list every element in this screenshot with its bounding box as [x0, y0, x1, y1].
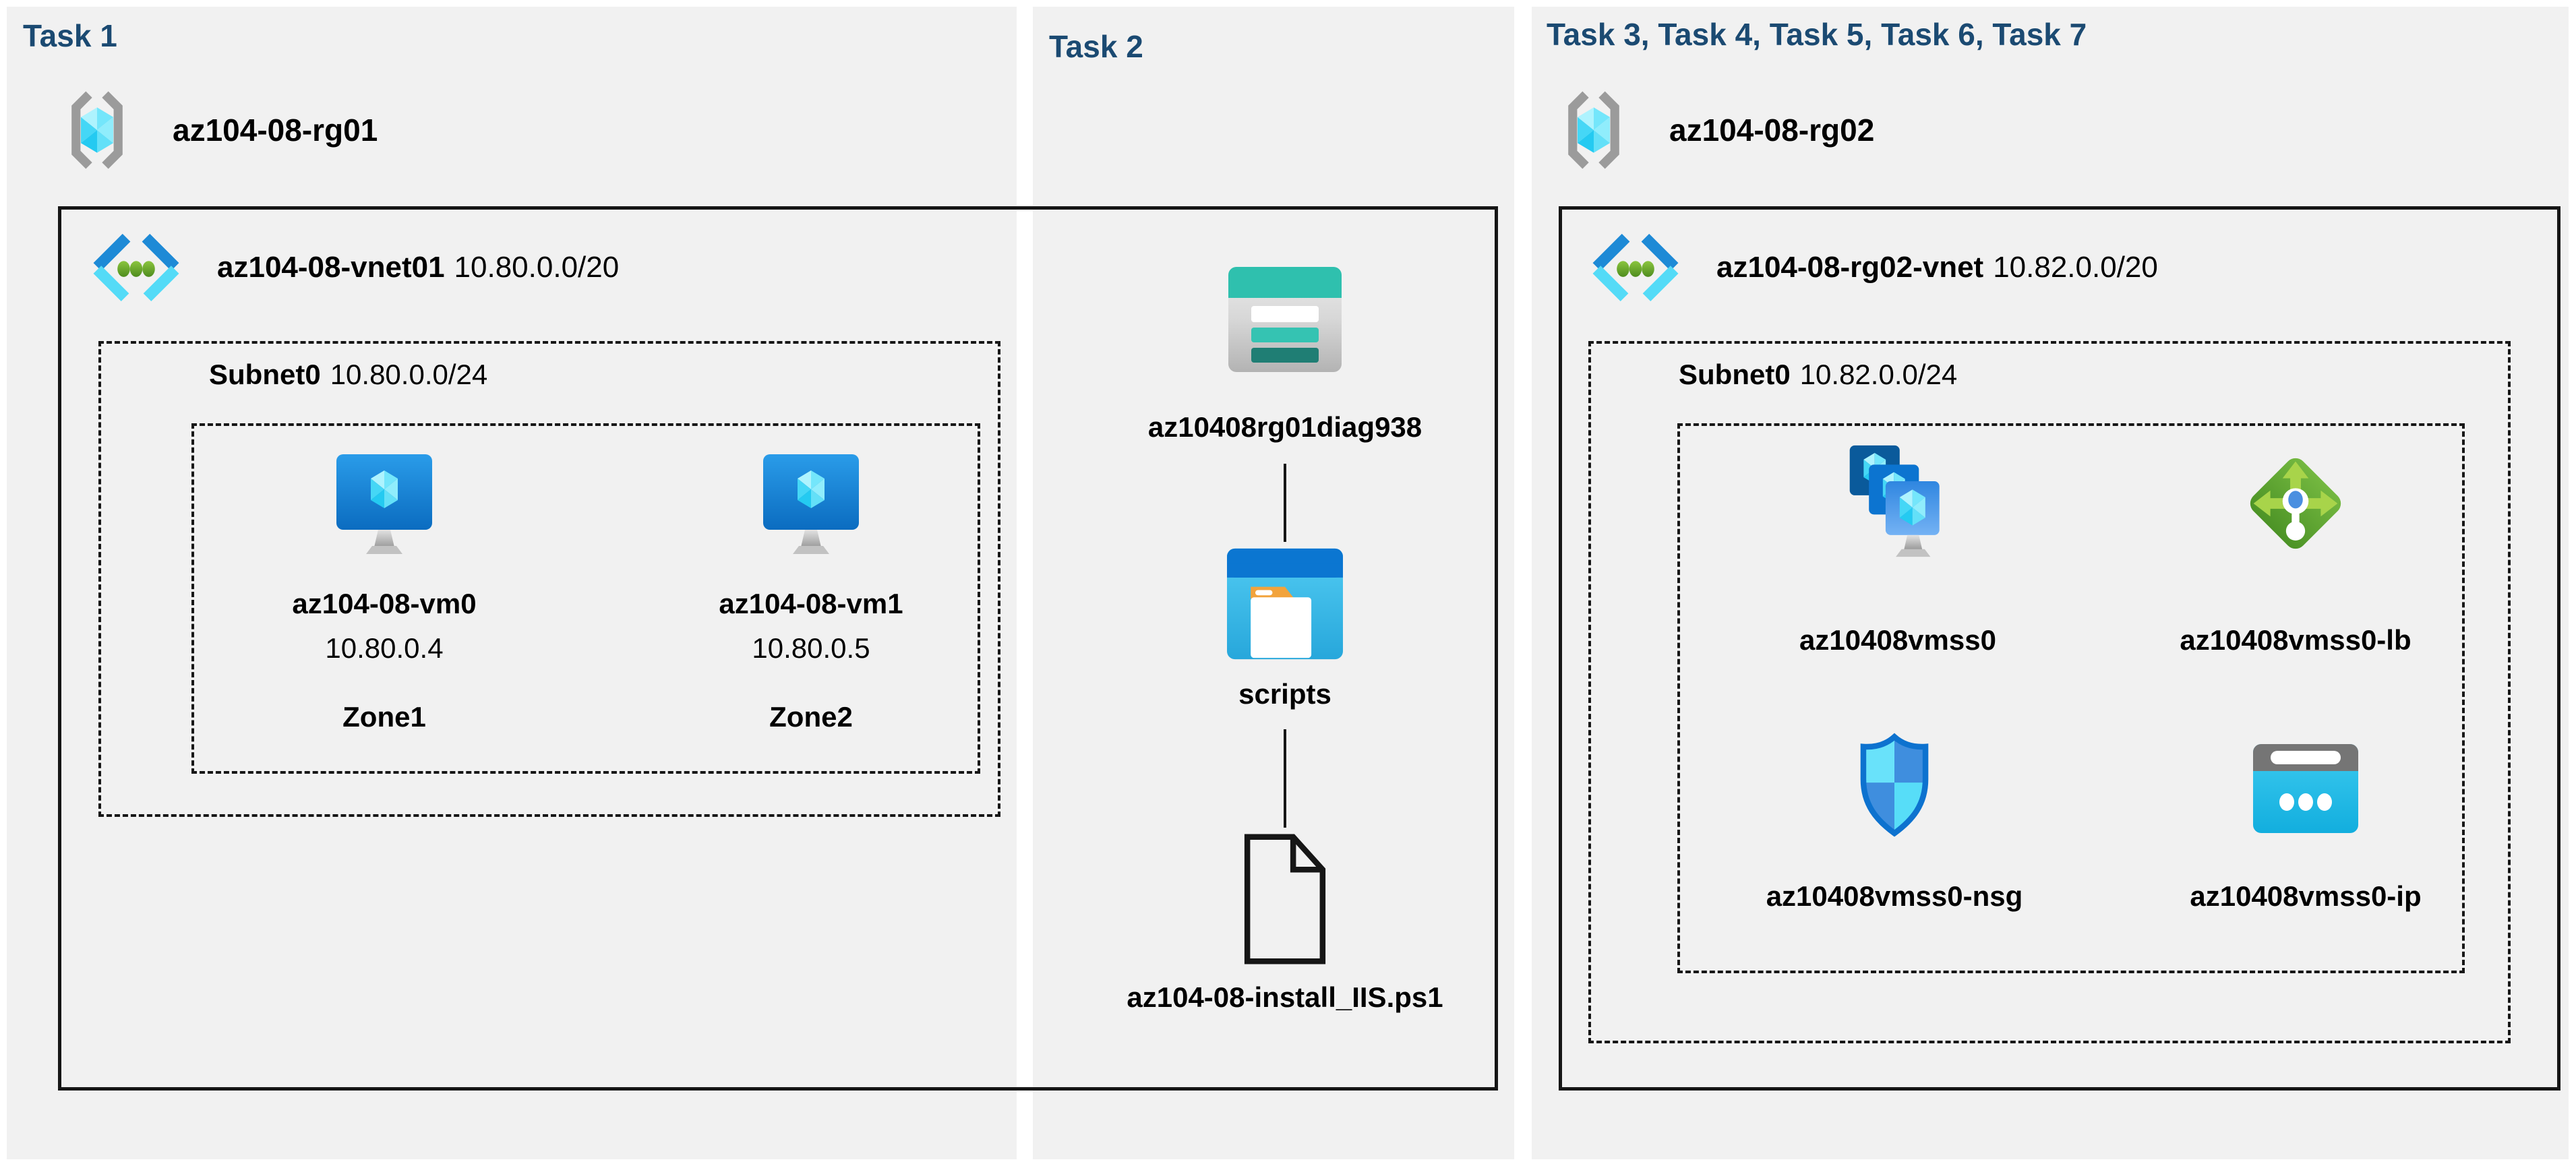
vnet1-name: az104-08-vnet01 [217, 251, 445, 284]
vm1-name: az104-08-vm1 [719, 588, 903, 619]
subnet2-name: Subnet0 [1679, 359, 1791, 390]
network-security-group-icon [1849, 732, 1940, 840]
subnet2-label: Subnet0 10.82.0.0/24 [1679, 359, 1957, 391]
subnet1-box [98, 341, 1000, 817]
vnet2-cidr: 10.82.0.0/20 [1993, 251, 2158, 284]
subnet1-name: Subnet0 [209, 359, 321, 390]
vnet2-box [1559, 206, 2560, 1091]
inner1-box [191, 423, 980, 774]
virtual-machine-icon [760, 452, 862, 559]
vnet1-box [58, 206, 1498, 1091]
script-file-icon [1239, 832, 1331, 966]
vnet1-label: az104-08-vnet01 10.80.0.0/20 [217, 251, 619, 284]
resource-group-icon [57, 88, 138, 173]
load-balancer-icon [2238, 446, 2353, 561]
public-ip-icon [2252, 740, 2360, 838]
resource-group-name: az104-08-rg01 [173, 113, 378, 148]
container-name: scripts [1238, 678, 1331, 710]
task3-panel [1532, 7, 2569, 1159]
public-ip-name: az10408vmss0-ip [2190, 880, 2422, 912]
subnet2-box [1588, 341, 2511, 1043]
vm1-zone: Zone2 [769, 701, 853, 733]
vm0-zone: Zone1 [342, 701, 426, 733]
vm0-ip: 10.80.0.4 [325, 632, 444, 664]
vm1-ip: 10.80.0.5 [752, 632, 870, 664]
vnet1-cidr: 10.80.0.0/20 [454, 251, 620, 284]
storage-account-name: az10408rg01diag938 [1147, 411, 1422, 443]
vm0-name: az104-08-vm0 [292, 588, 477, 619]
script-file-name: az104-08-install_IIS.ps1 [1127, 981, 1443, 1013]
resource-group-name: az104-08-rg02 [1669, 113, 1875, 148]
vnet2-name: az104-08-rg02-vnet [1716, 251, 1984, 284]
blob-container-icon [1224, 546, 1346, 662]
network-security-group-name: az10408vmss0-nsg [1766, 880, 2023, 912]
virtual-network-icon [1588, 232, 1683, 305]
resource-group-icon [1553, 88, 1634, 173]
subnet1-cidr: 10.80.0.0/24 [330, 359, 488, 390]
storage-account-icon [1226, 264, 1344, 375]
subnet2-cidr: 10.82.0.0/24 [1799, 359, 1958, 390]
task1-panel [7, 7, 1017, 1159]
virtual-machine-icon [334, 452, 435, 559]
vnet2-label: az104-08-rg02-vnet 10.82.0.0/20 [1716, 251, 2158, 284]
virtual-network-icon [89, 232, 183, 305]
task1-heading: Task 1 [23, 18, 117, 53]
vm-scale-set-icon [1846, 441, 1948, 560]
inner2-box [1677, 423, 2465, 973]
task2-heading: Task 2 [1049, 29, 1143, 64]
connector-scripts-file [1284, 729, 1286, 828]
load-balancer-name: az10408vmss0-lb [2180, 624, 2412, 656]
task3-heading: Task 3, Task 4, Task 5, Task 6, Task 7 [1547, 17, 2087, 52]
connector-storage-scripts [1284, 464, 1286, 542]
subnet1-label: Subnet0 10.80.0.0/24 [209, 359, 487, 391]
vmss-name: az10408vmss0 [1799, 624, 1996, 656]
